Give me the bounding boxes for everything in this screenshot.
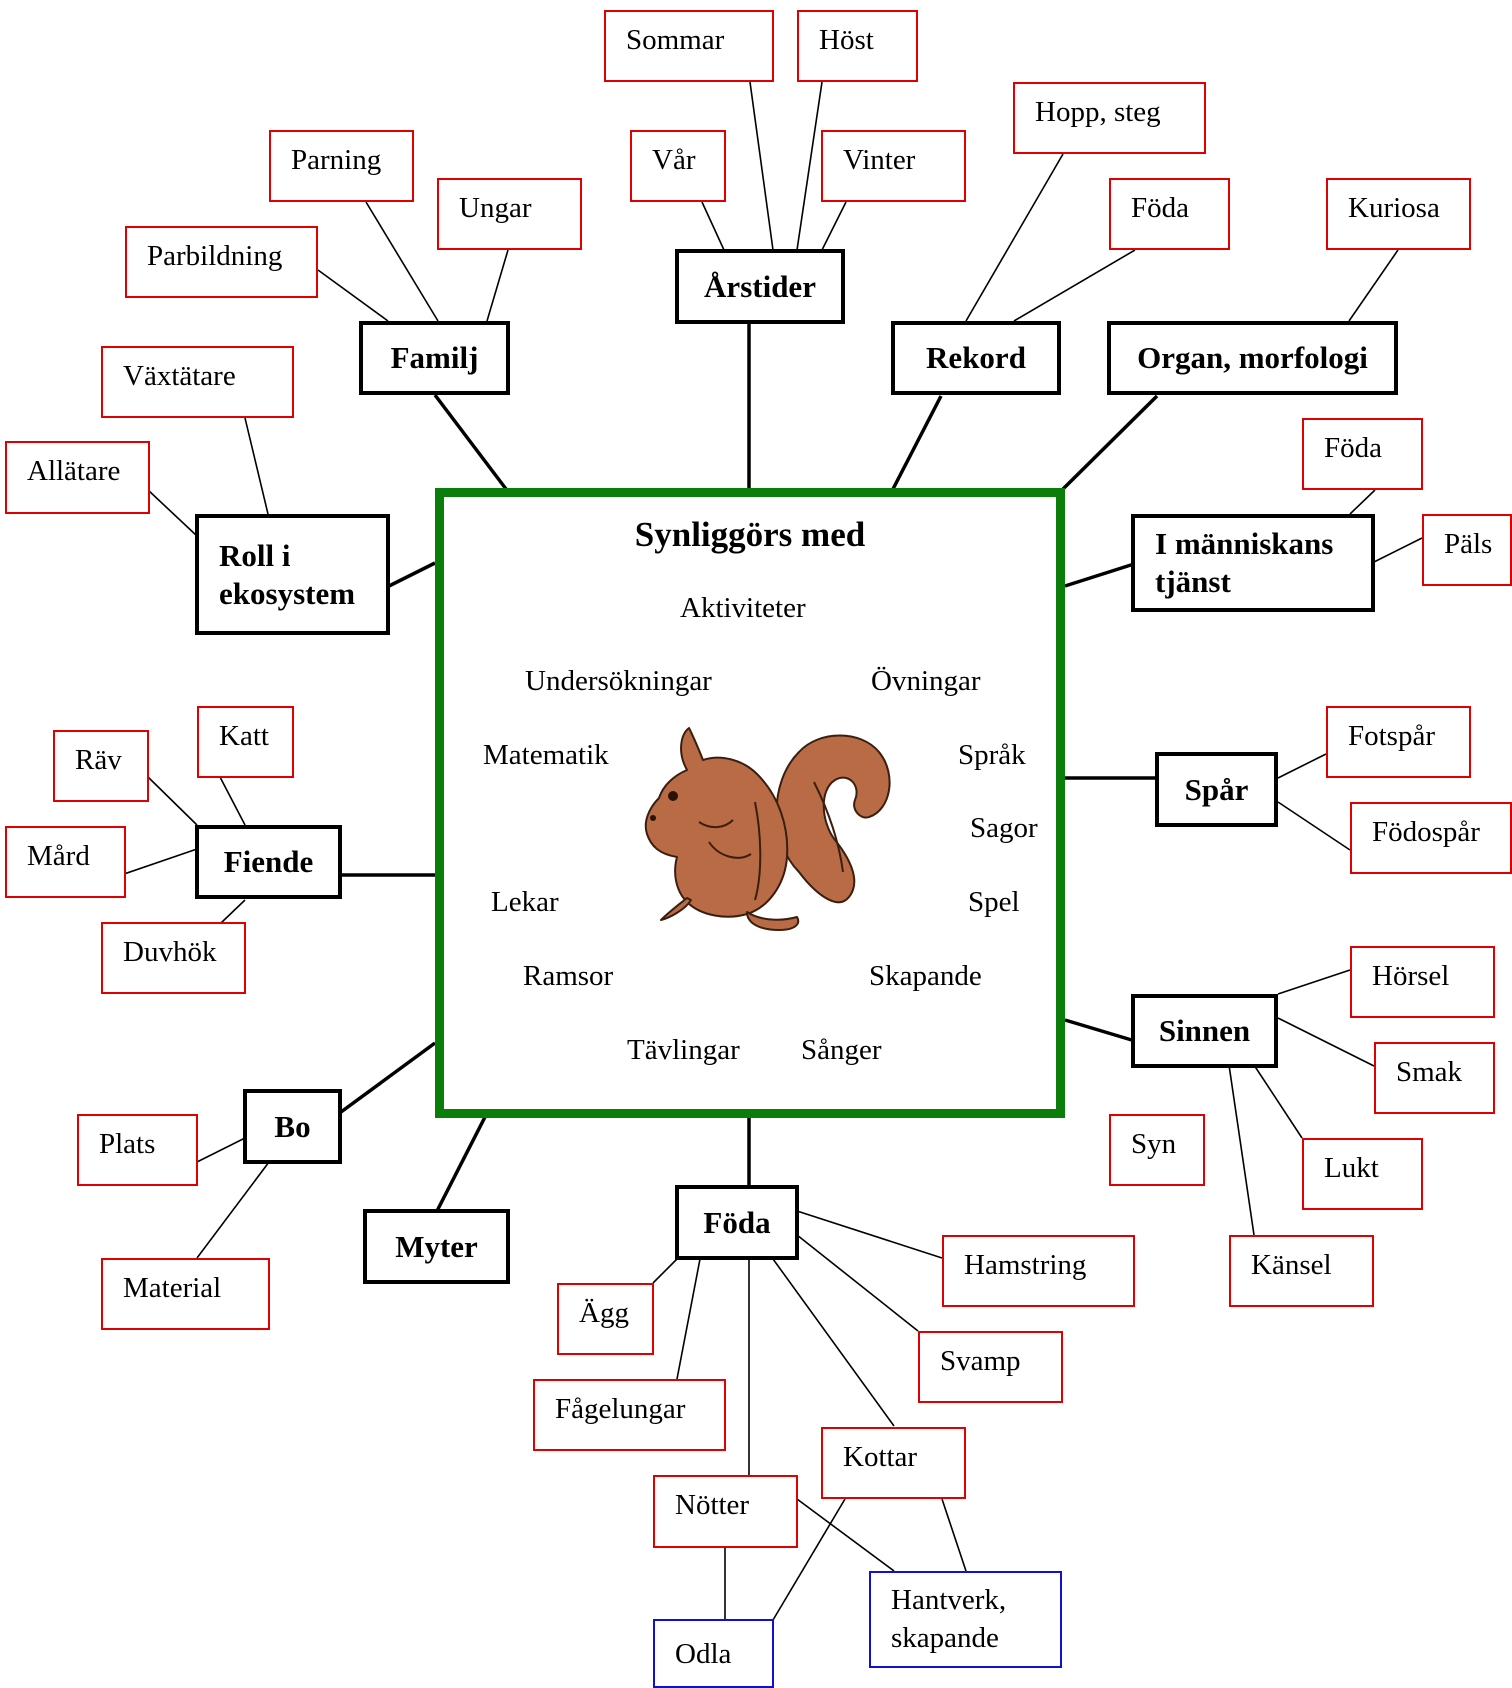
- item-horsel: Hörsel: [1350, 946, 1495, 1018]
- topic-spar: Spår: [1155, 752, 1278, 827]
- item-svamp: Svamp: [918, 1331, 1063, 1403]
- item-pals: Päls: [1422, 514, 1512, 586]
- topic-bo: Bo: [243, 1089, 342, 1164]
- item-vaxtatare: Växtätare: [101, 346, 294, 418]
- item-lukt: Lukt: [1302, 1138, 1423, 1210]
- center-title: Synliggörs med: [634, 515, 866, 554]
- item-hamstring: Hamstring: [942, 1235, 1135, 1307]
- topic-foda: Föda: [675, 1185, 799, 1260]
- item-mard: Mård: [5, 826, 126, 898]
- activity-aktiviteter: Aktiviteter: [680, 592, 806, 624]
- item-parbildning: Parbildning: [125, 226, 318, 298]
- item-kuriosa: Kuriosa: [1326, 178, 1471, 250]
- item-vinter: Vinter: [821, 130, 966, 202]
- item-odla: Odla: [653, 1619, 774, 1688]
- activity-sagor: Sagor: [970, 812, 1038, 844]
- topic-roll-i-ekosystem: Roll i ekosystem: [195, 514, 390, 635]
- item-ungar: Ungar: [437, 178, 582, 250]
- topic-sinnen: Sinnen: [1131, 994, 1278, 1068]
- item-hantverk-line1: Hantverk,: [891, 1584, 1007, 1616]
- item-parning: Parning: [269, 130, 414, 202]
- item-fotspar: Fotspår: [1326, 706, 1471, 778]
- activity-lekar: Lekar: [491, 886, 559, 918]
- topic-rekord: Rekord: [891, 321, 1061, 395]
- item-kottar: Kottar: [821, 1427, 966, 1499]
- item-rekord-foda: Föda: [1109, 178, 1230, 250]
- item-agg: Ägg: [557, 1283, 654, 1355]
- item-sommar: Sommar: [604, 10, 774, 82]
- center-panel: Synliggörs med Aktiviteter Undersökninga…: [435, 488, 1065, 1118]
- topic-roll-line1: Roll i: [219, 537, 291, 573]
- activity-undersokningar: Undersökningar: [525, 665, 712, 697]
- item-smak: Smak: [1374, 1042, 1495, 1114]
- item-tjanst-foda: Föda: [1302, 418, 1423, 490]
- item-notter: Nötter: [653, 1475, 798, 1548]
- topic-organ-morfologi: Organ, morfologi: [1107, 321, 1398, 395]
- item-katt: Katt: [197, 706, 294, 778]
- item-var: Vår: [630, 130, 726, 202]
- item-fagelungar: Fågelungar: [533, 1379, 726, 1451]
- squirrel-illustration: [644, 727, 891, 931]
- activity-ovningar: Övningar: [871, 665, 981, 697]
- activity-matematik: Matematik: [483, 739, 609, 771]
- item-hantverk-line2: skapande: [891, 1622, 999, 1654]
- item-plats: Plats: [77, 1114, 198, 1186]
- activity-spel: Spel: [968, 886, 1020, 918]
- sub-connectors: [123, 81, 1423, 1621]
- topic-fiende: Fiende: [195, 825, 342, 899]
- item-material: Material: [101, 1258, 270, 1330]
- activity-skapande: Skapande: [869, 960, 982, 992]
- item-rav: Räv: [53, 730, 149, 802]
- item-kansel: Känsel: [1229, 1235, 1374, 1307]
- item-host: Höst: [797, 10, 918, 82]
- item-duvhok: Duvhök: [101, 922, 246, 994]
- topic-i-manniskans-tjanst: I människans tjänst: [1131, 514, 1375, 612]
- item-hantverk-skapande: Hantverk, skapande: [869, 1571, 1062, 1668]
- item-allatare: Allätare: [5, 441, 150, 514]
- item-fodospar: Födospår: [1350, 802, 1512, 874]
- activity-sanger: Sånger: [801, 1034, 882, 1066]
- topic-tjanst-line1: I människans: [1155, 526, 1334, 561]
- topic-familj: Familj: [359, 321, 510, 395]
- topic-arstider: Årstider: [675, 249, 845, 324]
- activity-sprak: Språk: [958, 739, 1026, 771]
- topic-myter: Myter: [363, 1209, 510, 1284]
- item-syn: Syn: [1109, 1114, 1205, 1186]
- activity-tavlingar: Tävlingar: [627, 1034, 740, 1066]
- topic-tjanst-line2: tjänst: [1155, 564, 1231, 599]
- item-hopp-steg: Hopp, steg: [1013, 82, 1206, 154]
- main-connectors: [339, 324, 1159, 1212]
- topic-roll-line2: ekosystem: [219, 575, 356, 611]
- activity-ramsor: Ramsor: [523, 960, 614, 992]
